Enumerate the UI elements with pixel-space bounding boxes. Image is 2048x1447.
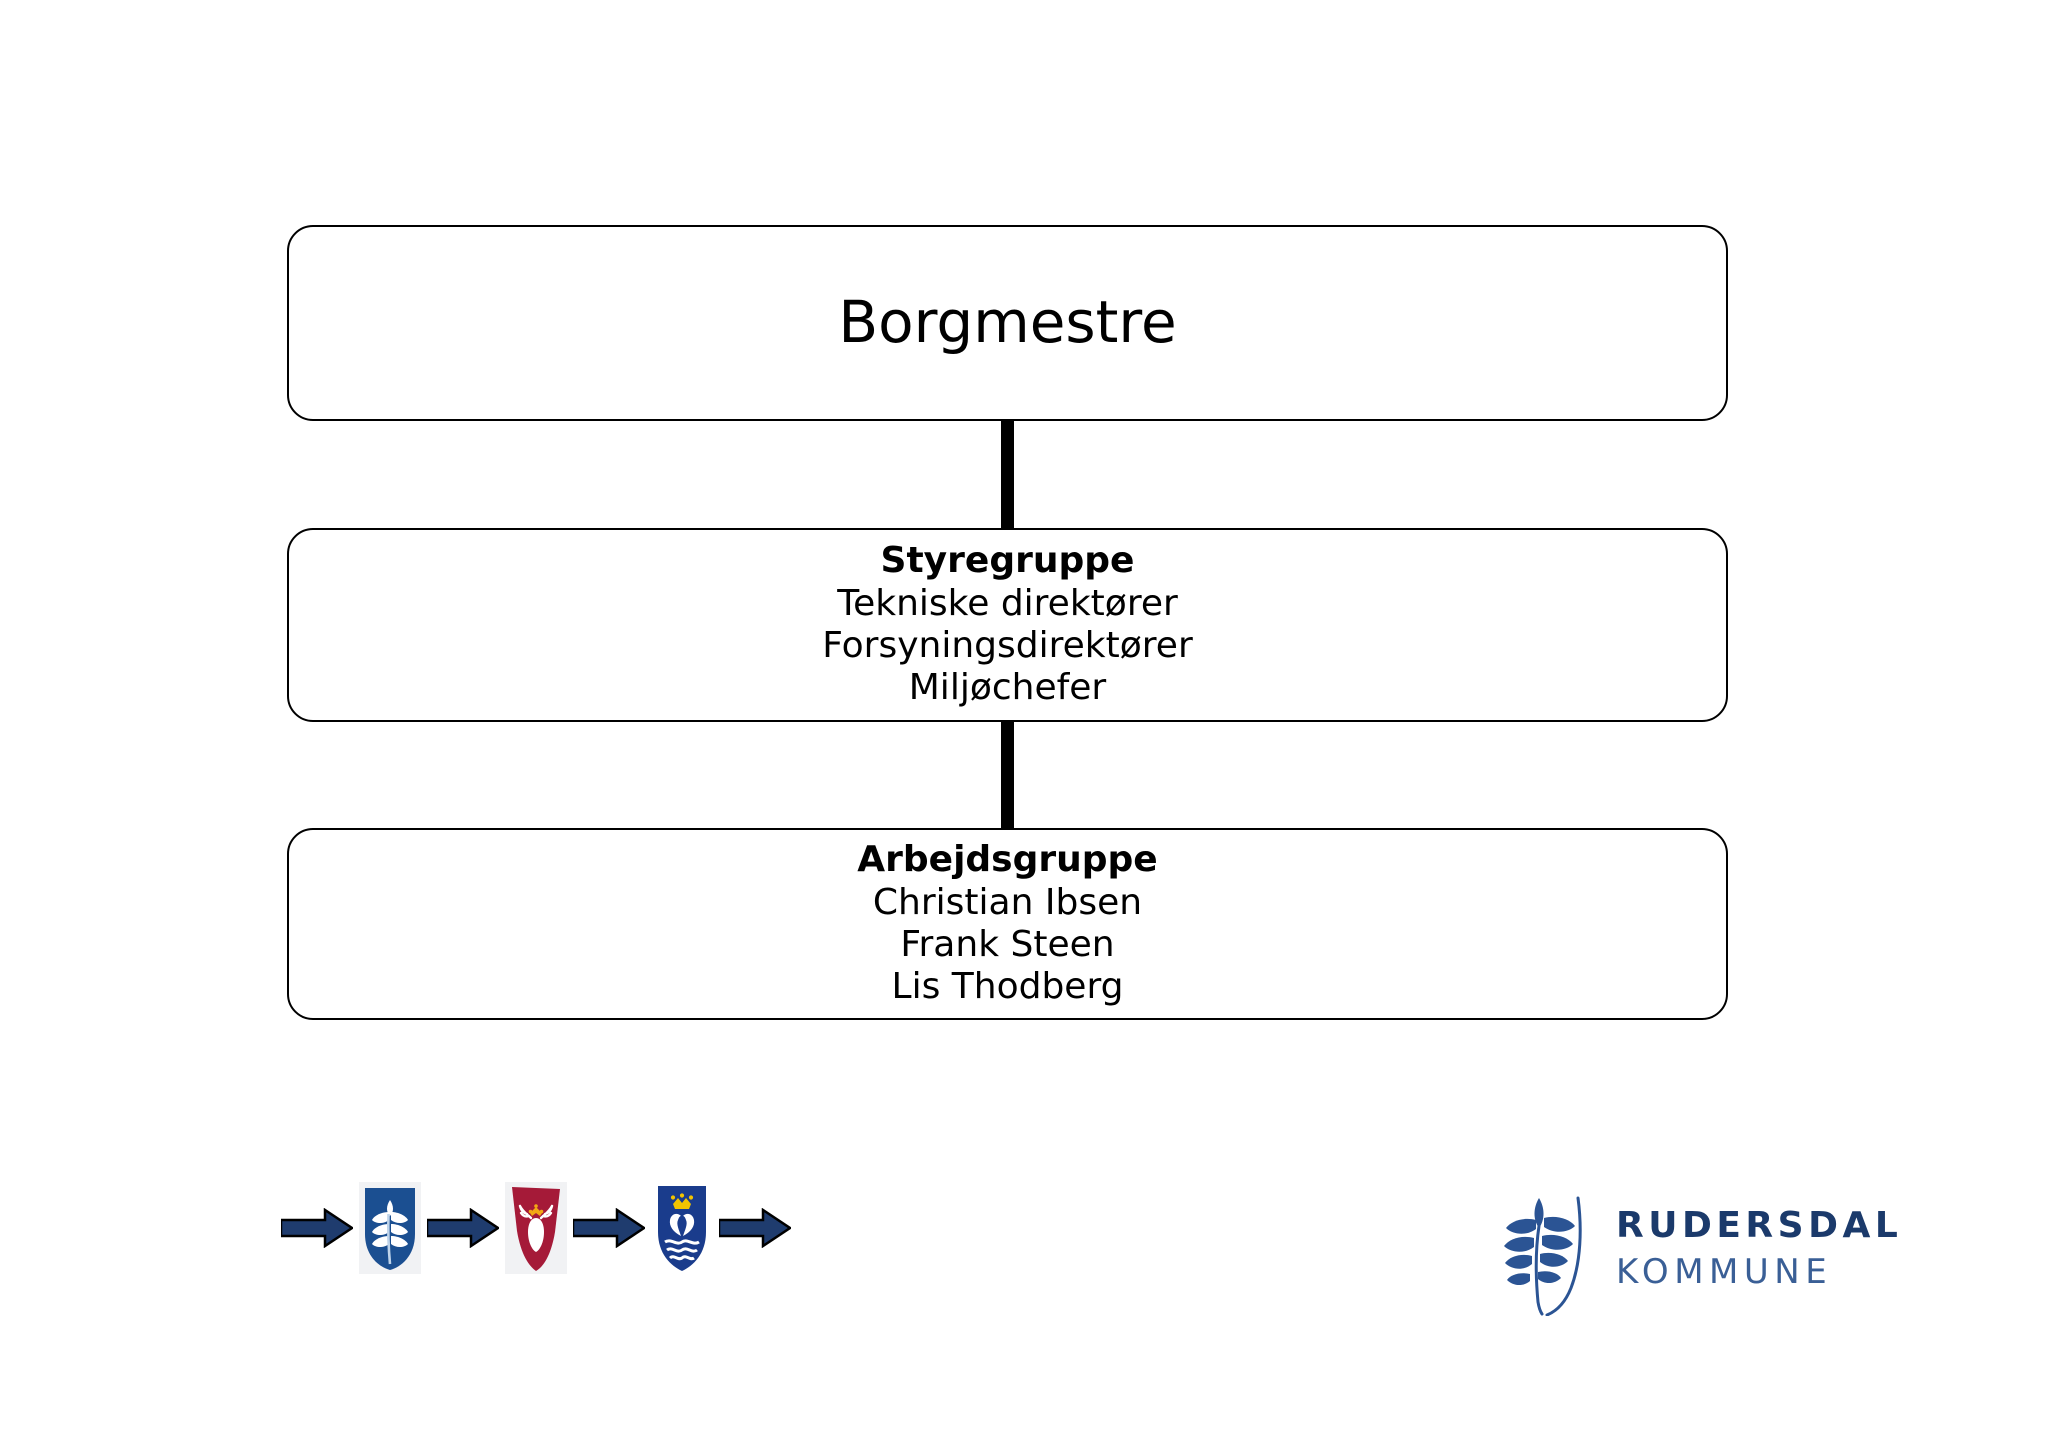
org-node-title: Borgmestre <box>838 288 1177 357</box>
arrow-right-icon <box>719 1208 791 1248</box>
connector-borgmestre-to-styregruppe <box>1001 415 1014 535</box>
rudersdal-kommune-logo: RUDERSDAL KOMMUNE <box>1492 1182 1898 1317</box>
org-node-styregruppe[interactable]: Styregruppe Tekniske direktører Forsynin… <box>287 528 1728 722</box>
arrow-right-icon <box>573 1208 645 1248</box>
rudersdal-crest-icon <box>651 1182 713 1274</box>
municipality-merger-strip <box>275 1178 815 1278</box>
org-node-member: Lis Thodberg <box>891 966 1124 1008</box>
org-node-member: Forsyningsdirektører <box>822 625 1193 666</box>
org-node-member: Miljøchefer <box>908 667 1107 709</box>
arrow-right-icon <box>427 1208 499 1248</box>
rudersdal-wheat-mark-icon <box>1504 1196 1582 1316</box>
logo-wordmark-secondary: KOMMUNE <box>1616 1252 1833 1293</box>
org-node-borgmestre[interactable]: Borgmestre <box>287 225 1728 421</box>
org-node-title: Styregruppe <box>880 540 1135 582</box>
org-chart: Borgmestre Styregruppe Tekniske direktør… <box>287 225 1728 1020</box>
org-node-member: Frank Steen <box>900 924 1115 965</box>
org-node-member: Tekniske direktører <box>837 582 1178 624</box>
sollerod-crest-icon <box>505 1182 567 1274</box>
connector-styregruppe-to-arbejdsgruppe <box>1001 716 1014 836</box>
birkerod-crest-icon <box>359 1182 421 1274</box>
org-node-title: Arbejdsgruppe <box>857 839 1158 881</box>
arrow-right-icon <box>281 1208 353 1248</box>
logo-wordmark-primary: RUDERSDAL <box>1616 1205 1903 1247</box>
org-node-member: Christian Ibsen <box>872 881 1143 923</box>
org-node-arbejdsgruppe[interactable]: Arbejdsgruppe Christian Ibsen Frank Stee… <box>287 828 1728 1020</box>
